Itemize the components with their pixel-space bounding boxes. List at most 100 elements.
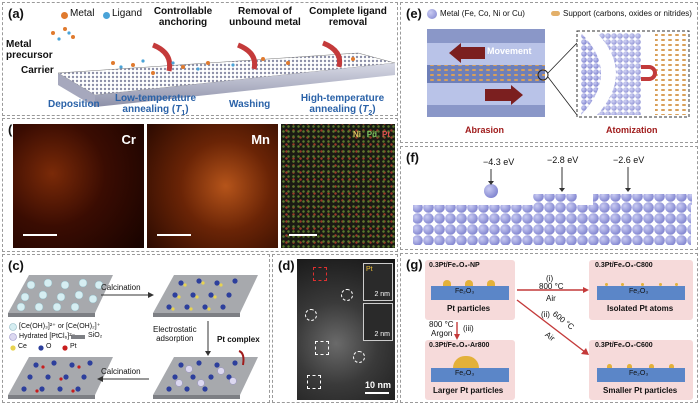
panel-d: (d) Pt 2 nm 2 nm 10 nm <box>272 254 398 403</box>
main-scale-bar <box>365 392 389 394</box>
panel-e: (e) Metal (Fe, Co, Ni or Cu) Support (ca… <box>400 2 698 143</box>
metal-precursor-label: Metal precursor <box>6 39 53 61</box>
substrate-ar800 <box>431 368 509 382</box>
eds-map-ni-pd-pt: Ni Pd Pt <box>281 124 395 248</box>
haadf-stem-image: Pt 2 nm 2 nm 10 nm <box>297 259 395 400</box>
stage-low-temp-annealing: Low-temperature annealing (T1) <box>114 93 197 116</box>
title-ar800: 0.3Pt/Fe₂O₃-Ar800 <box>429 342 490 349</box>
substrate-label-np: Fe₂O₃ <box>455 288 475 295</box>
carrier-surface <box>51 27 396 107</box>
pt-particle <box>465 280 473 286</box>
pt-particle-small <box>649 364 654 368</box>
panel-e-label: (e) <box>406 6 422 21</box>
legend-ligand: Ligand <box>112 8 143 19</box>
energy-label-1: −4.3 eV <box>483 157 515 167</box>
box-top-left: 0.3Pt/Fe₂O₃-NP Fe₂O₃ Pt particles <box>425 260 515 320</box>
legend-pt: Pt <box>382 130 390 139</box>
stage-high-temp-annealing: High-temperature annealing (T2) <box>300 93 385 116</box>
inset-1-scale: 2 nm <box>374 291 390 298</box>
pt-particle-small <box>669 364 674 368</box>
pt-particle <box>487 280 495 286</box>
stage-deposition: Deposition <box>48 99 100 110</box>
legend-pt: Pt <box>70 343 77 350</box>
energy-label-3: −2.6 eV <box>613 155 645 165</box>
substrate-c600 <box>597 368 685 382</box>
caption-c800: Isolated Pt atoms <box>607 304 674 313</box>
arrow-iii-gas: Argon <box>431 329 453 338</box>
caption-ar800: Larger Pt particles <box>433 386 504 395</box>
map-label-cr: Cr <box>121 132 136 147</box>
panel-c-label: (c) <box>8 258 24 273</box>
legend-o: O <box>46 343 52 350</box>
inset-pt-label: Pt <box>366 266 373 273</box>
abrasion-label: Abrasion <box>465 125 505 135</box>
scale-bar-cr <box>23 234 57 236</box>
arrow-i-gas: Air <box>546 294 556 303</box>
ball-milling-scheme <box>427 29 690 118</box>
dashed-circle <box>353 351 365 363</box>
panel-g: (g) 0.3Pt/Fe₂O₃-NP Fe₂O₃ Pt particles 0.… <box>400 253 698 403</box>
inset-2-scale: 2 nm <box>374 331 390 338</box>
carrier-label: Carrier <box>21 65 54 76</box>
title-np: 0.3Pt/Fe₂O₃-NP <box>429 262 480 269</box>
pt-complex-label: Pt complex <box>217 335 260 344</box>
main-scale-label: 10 nm <box>364 380 391 390</box>
dashed-circle <box>305 309 317 321</box>
atomization-label: Atomization <box>606 125 658 135</box>
inset-2: 2 nm <box>363 303 393 341</box>
scale-bar-mn <box>157 234 191 236</box>
substrate-label-c800: Fe₂O₃ <box>629 288 649 295</box>
panel-d-label: (d) <box>278 258 295 273</box>
arrow-iii-temp: 800 °C <box>429 320 454 329</box>
legend-ptcl: Hydrated [PtCl₆]²⁻ <box>19 333 76 340</box>
legend-metal: Metal <box>70 8 95 19</box>
support-icon <box>551 11 560 16</box>
arrow-i-temp: 800 °C <box>539 282 564 291</box>
legend-ce-ions: [Ce(OH)₃]²⁺ or [Ce(OH)₂]⁺ <box>19 323 101 330</box>
map-label-mn: Mn <box>251 132 270 147</box>
ligand-dot-icon <box>103 12 110 19</box>
box-top-right: 0.3Pt/Fe₂O₃-C800 Fe₂O₃ Isolated Pt atoms <box>589 260 693 320</box>
box-bottom-left: 0.3Pt/Fe₂O₃-Ar800 Fe₂O₃ Larger Pt partic… <box>425 340 515 400</box>
legend-metal: Metal (Fe, Co, Ni or Cu) <box>440 9 525 18</box>
legend-ce: Ce <box>18 343 27 350</box>
dashed-box <box>307 375 321 389</box>
pt-atom <box>605 283 608 286</box>
eds-map-mn: Mn <box>147 124 278 248</box>
panel-f-label: (f) <box>406 150 419 165</box>
adsorption-scheme <box>8 275 258 399</box>
calcination-top-label: Calcination <box>101 283 141 292</box>
slab-model <box>413 167 692 245</box>
panel-b: (b) Cr Mn Ni Pd Pt <box>2 118 398 252</box>
electrostatic-adsorption-label: Electrostatic adsorption <box>153 325 197 343</box>
substrate-np <box>431 286 509 300</box>
panel-a: (a) Metal Ligand Controllable anchoring … <box>2 2 398 116</box>
panel-f: (f) −4.3 eV −2.8 eV −2.6 eV <box>400 146 698 250</box>
arrow-i-label: (i) <box>546 274 554 283</box>
scale-bar-ni-pd-pt <box>289 234 317 236</box>
movement-label: Movement <box>487 46 532 56</box>
caption-np: Pt particles <box>447 304 491 313</box>
legend-sio2: SiO₂ <box>88 332 103 339</box>
eds-map-cr: Cr <box>13 124 144 248</box>
stage-washing: Washing <box>229 99 271 110</box>
metal-dot-icon <box>61 12 68 19</box>
step-title-1: Controllable anchoring <box>153 6 213 28</box>
dashed-circle <box>341 289 353 301</box>
metal-sphere-icon <box>427 9 437 19</box>
panel-c: (c) <box>2 254 270 403</box>
legend-support: Support (carbons, oxides or nitrides) <box>563 9 692 18</box>
step-title-2: Removal of unbound metal <box>229 6 301 28</box>
pt-atom <box>659 283 662 286</box>
arrow-iii-label: (iii) <box>463 324 474 333</box>
title-c600: 0.3Pt/Fe₂O₃-C600 <box>595 342 653 349</box>
dashed-box <box>315 341 329 355</box>
legend-pd: Pd <box>366 130 377 139</box>
pt-atom <box>621 283 624 286</box>
substrate-label-ar800: Fe₂O₃ <box>455 370 475 377</box>
pt-atom <box>641 283 644 286</box>
arrow-ii-label: (ii) <box>541 310 550 319</box>
transformation-arrows <box>454 287 589 355</box>
inset-1: Pt 2 nm <box>363 263 393 301</box>
panel-a-label: (a) <box>8 6 24 21</box>
